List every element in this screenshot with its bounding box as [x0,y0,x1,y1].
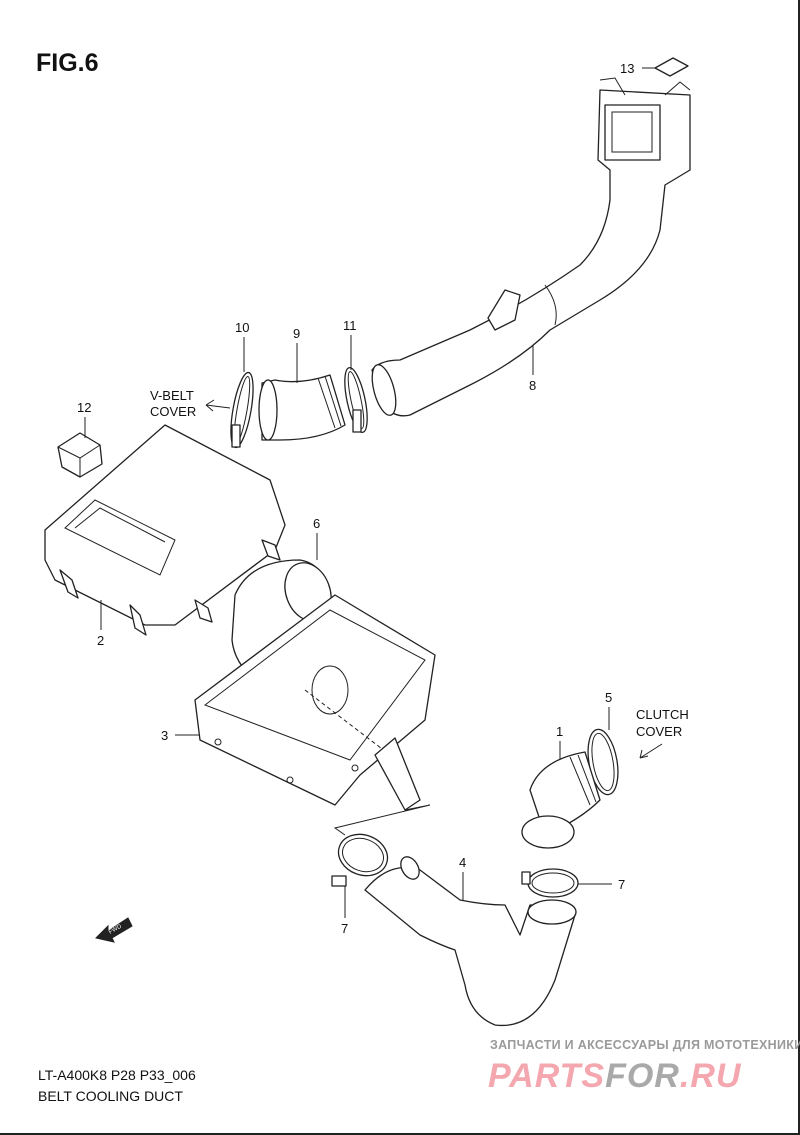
callout-13: 13 [620,61,634,76]
watermark-brand-for: FOR [605,1057,680,1095]
part-11-clamp[interactable] [340,366,371,434]
callout-6: 6 [313,516,320,531]
vbelt-cover-note-line1: V-BELT [150,388,194,403]
watermark-logo: PARTSFOR.RU [488,1058,741,1094]
callout-4: 4 [459,855,466,870]
watermark-tagline: ЗАПЧАСТИ И АКСЕССУАРЫ ДЛЯ МОТОТЕХНИКИ [490,1038,800,1052]
figure-title: FIG.6 [36,49,99,77]
callout-7-right: 7 [618,877,625,892]
watermark-brand-parts: PARTS [488,1057,606,1095]
caption-model: LT-A400K8 P28 P33_006 [38,1067,196,1083]
clutch-cover-note-line2: COVER [636,724,682,739]
vbelt-cover-note-line2: COVER [150,404,196,419]
callout-11: 11 [343,318,357,333]
part-3-tray[interactable] [194,594,436,811]
part-9-hose[interactable] [258,374,346,441]
part-4-duct[interactable] [364,854,577,1027]
callout-12: 12 [77,400,91,415]
part-1-boot[interactable] [521,751,601,849]
leader-lines [84,67,663,918]
part-12-block[interactable] [57,432,103,478]
callout-3: 3 [161,728,168,743]
part-13-pad[interactable] [654,57,689,77]
part-10-clamp[interactable] [227,371,258,449]
callout-9: 9 [293,326,300,341]
part-2-cover[interactable] [44,424,286,636]
fwd-arrow-icon: FWD [95,917,133,943]
caption-name: BELT COOLING DUCT [38,1088,183,1104]
watermark-brand-ru: .RU [679,1057,742,1095]
callout-1: 1 [556,724,563,739]
callout-8: 8 [529,378,536,393]
clutch-cover-note-line1: CLUTCH [636,707,689,722]
assembly-line [333,804,431,836]
part-8-duct[interactable] [368,77,691,418]
part-7-clamp-right[interactable] [521,868,579,898]
callout-7-left: 7 [341,921,348,936]
part-7-clamp-left[interactable] [331,828,393,887]
callout-2: 2 [97,633,104,648]
callout-5: 5 [605,690,612,705]
callout-10: 10 [235,320,249,335]
